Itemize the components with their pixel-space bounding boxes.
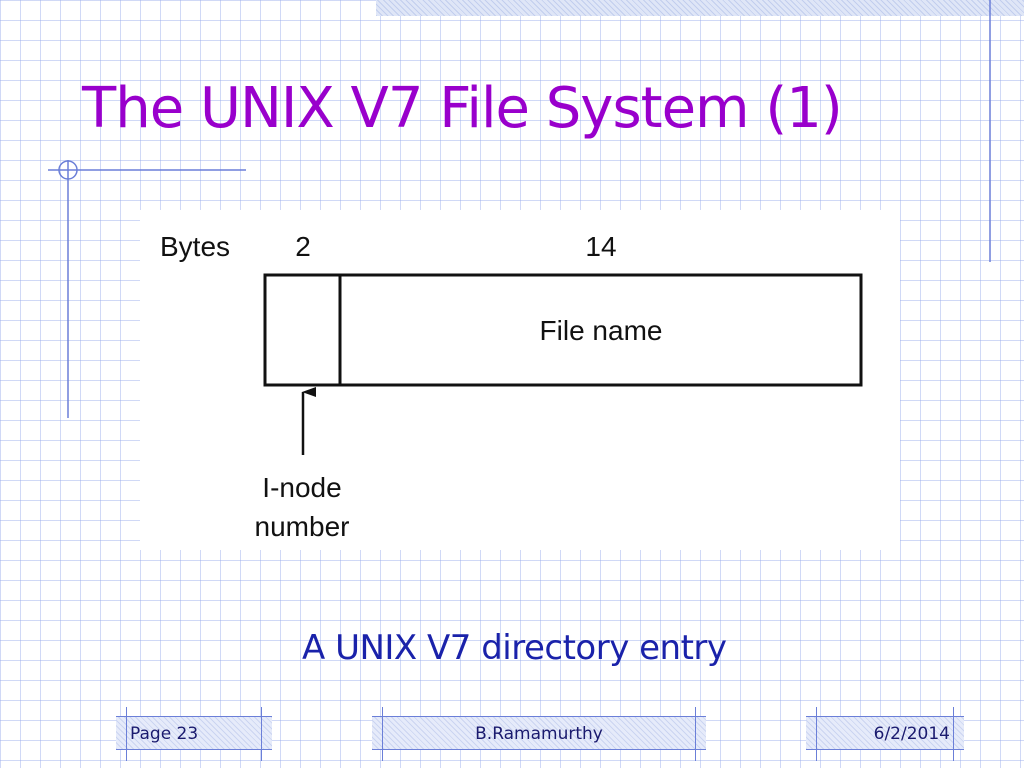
slide-title: The UNIX V7 File System (1) bbox=[82, 76, 843, 141]
bytes-label: Bytes bbox=[160, 231, 230, 262]
inode-label-line2: number bbox=[255, 511, 350, 542]
footer-page-number: Page 23 bbox=[116, 707, 272, 761]
filename-field-label: File name bbox=[540, 315, 663, 346]
footer-date: 6/2/2014 bbox=[806, 707, 964, 761]
footer-author: B.Ramamurthy bbox=[372, 707, 706, 761]
inode-label-line1: I-node bbox=[262, 472, 341, 503]
diagram-caption: A UNIX V7 directory entry bbox=[302, 628, 727, 668]
field-inode-size: 2 bbox=[295, 231, 311, 262]
field-filename-size: 14 bbox=[585, 231, 616, 262]
top-decorative-band bbox=[376, 0, 1024, 16]
entry-box bbox=[263, 273, 863, 387]
